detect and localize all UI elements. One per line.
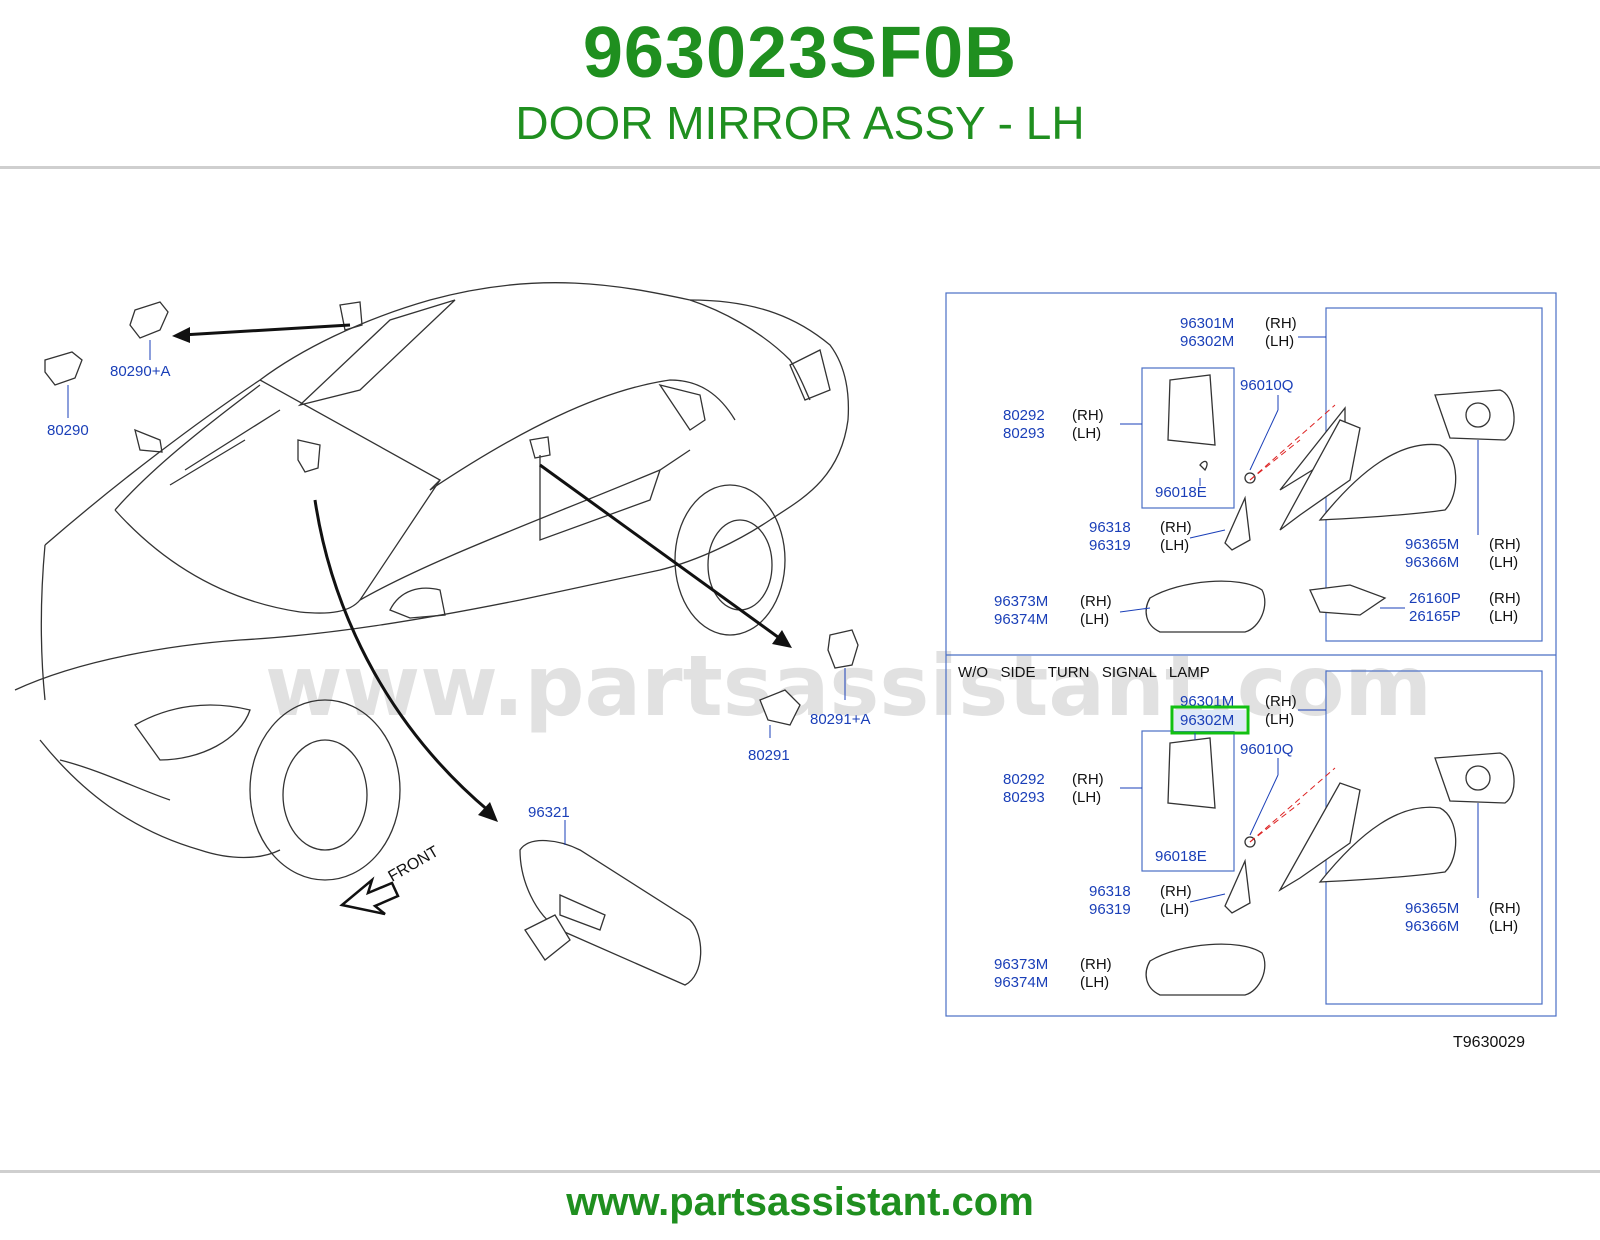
side-96302m-upper: (LH) [1265,333,1294,350]
callout-96301m-upper[interactable]: 96301M [1180,315,1234,332]
side-96366m-lower: (LH) [1489,918,1518,935]
callout-96319-upper[interactable]: 96319 [1089,537,1131,554]
lower-leader-lines [1120,709,1479,903]
side-80292-upper: (RH) [1072,407,1104,424]
callout-96302m-lower-highlighted[interactable]: 96302M [1180,712,1234,729]
side-96373m-upper: (RH) [1080,593,1112,610]
callout-96018e-lower[interactable]: 96018E [1155,848,1207,865]
clip-80291[interactable] [759,689,801,738]
callout-80293-lower[interactable]: 80293 [1003,789,1045,806]
part-description: DOOR MIRROR ASSY - LH [515,97,1085,149]
callout-80293-upper[interactable]: 80293 [1003,425,1045,442]
callout-96319-lower[interactable]: 96319 [1089,901,1131,918]
front-direction-indicator: FRONT [339,843,442,916]
upper-leader-lines [1119,336,1479,613]
side-96374m-upper: (LH) [1080,611,1109,628]
upper-panel-labels: 96301M (RH) 96302M (LH) 96010Q 80292 (RH… [994,315,1521,628]
callout-96365m-upper[interactable]: 96365M [1405,536,1459,553]
clip-80290[interactable] [44,351,83,418]
callout-96010q-upper[interactable]: 96010Q [1240,377,1293,394]
callout-96302m-upper[interactable]: 96302M [1180,333,1234,350]
side-96301m-upper: (RH) [1265,315,1297,332]
footer-divider [0,1170,1600,1173]
front-label: FRONT [386,843,442,885]
header-divider [0,166,1600,169]
side-96318-upper: (RH) [1160,519,1192,536]
side-96318-lower: (RH) [1160,883,1192,900]
lower-mirror-drawing [1145,737,1515,996]
side-96373m-lower: (RH) [1080,956,1112,973]
callout-96366m-upper[interactable]: 96366M [1405,554,1459,571]
part-number-title: 963023SF0B [582,13,1018,93]
callout-96010q-lower[interactable]: 96010Q [1240,741,1293,758]
callout-96373m-lower[interactable]: 96373M [994,956,1048,973]
callout-96374m-lower[interactable]: 96374M [994,974,1048,991]
callout-80291a[interactable]: 80291+A [810,711,870,728]
callout-96365m-lower[interactable]: 96365M [1405,900,1459,917]
side-80293-upper: (LH) [1072,425,1101,442]
side-80293-lower: (LH) [1072,789,1101,806]
lower-panel-labels: W/O SIDE TURN SIGNAL LAMP 96301M (RH) 96… [958,664,1521,991]
callout-80290[interactable]: 80290 [47,422,89,439]
side-96302m-lower: (LH) [1265,711,1294,728]
inner-rearview-mirror-96321[interactable] [519,820,702,986]
clip-80291a[interactable] [827,629,859,700]
callout-26165p-upper[interactable]: 26165P [1409,608,1461,625]
callout-80292-lower[interactable]: 80292 [1003,771,1045,788]
side-96365m-lower: (RH) [1489,900,1521,917]
callout-96374m-upper[interactable]: 96374M [994,611,1048,628]
side-96374m-lower: (LH) [1080,974,1109,991]
callout-96018e-upper[interactable]: 96018E [1155,484,1207,501]
clip-80290a[interactable] [129,301,169,360]
callout-80290a[interactable]: 80290+A [110,363,170,380]
callout-96318-lower[interactable]: 96318 [1089,883,1131,900]
side-96319-upper: (LH) [1160,537,1189,554]
diagram-reference-code: T9630029 [1453,1034,1525,1051]
section-note: W/O SIDE TURN SIGNAL LAMP [958,664,1210,681]
callout-96373m-upper[interactable]: 96373M [994,593,1048,610]
side-96365m-upper: (RH) [1489,536,1521,553]
callout-80291[interactable]: 80291 [748,747,790,764]
side-96366m-upper: (LH) [1489,554,1518,571]
page-header: 963023SF0B DOOR MIRROR ASSY - LH [0,0,1600,168]
highlight-box [1170,705,1250,735]
footer-url[interactable]: www.partsassistant.com [566,1180,1034,1224]
upper-mirror-drawing [1145,374,1515,633]
callout-80292-upper[interactable]: 80292 [1003,407,1045,424]
side-96319-lower: (LH) [1160,901,1189,918]
car-illustration [14,282,850,881]
pointer-arrows [172,323,792,822]
side-96301m-lower: (RH) [1265,693,1297,710]
side-80292-lower: (RH) [1072,771,1104,788]
callout-96366m-lower[interactable]: 96366M [1405,918,1459,935]
callout-96318-upper[interactable]: 96318 [1089,519,1131,536]
callout-96321[interactable]: 96321 [528,804,570,821]
side-26165p-upper: (LH) [1489,608,1518,625]
callout-26160p-upper[interactable]: 26160P [1409,590,1461,607]
side-26160p-upper: (RH) [1489,590,1521,607]
